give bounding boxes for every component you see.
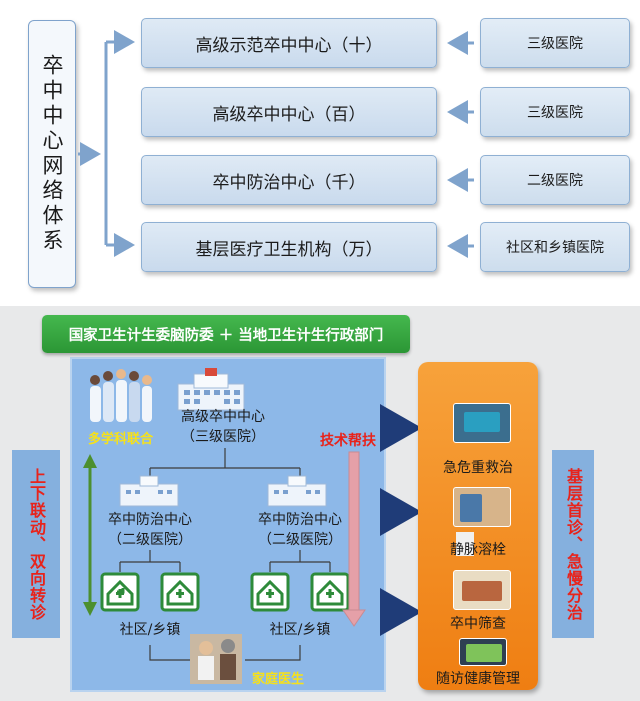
- service-thrombolysis: 静脉溶栓: [450, 542, 506, 558]
- tech-support-arrow: [342, 451, 366, 627]
- secondary-hospital-icon: [119, 475, 179, 507]
- prevention-center-tier: （二级医院）: [258, 532, 342, 548]
- hospital-box-tertiary: 三级医院: [480, 18, 630, 68]
- follow-up-device-photo: [459, 638, 507, 666]
- screening-photo: [453, 570, 511, 610]
- government-banner: 国家卫生计生委脑防委 ＋ 当地卫生计生行政部门: [42, 315, 410, 353]
- right-side-text: 基层首诊、急慢分治: [564, 467, 583, 621]
- level-box-demo-center: 高级示范卒中中心（十）: [141, 18, 437, 68]
- service-follow-up: 随访健康管理: [436, 671, 520, 687]
- tertiary-hospital-icon: [177, 368, 245, 411]
- level-box-prevention-center: 卒中防治中心（千）: [141, 155, 437, 205]
- community-label-right: 社区/乡镇: [269, 622, 331, 638]
- advanced-center-name: 高级卒中中心: [181, 409, 265, 425]
- network-connectors: [78, 30, 474, 258]
- level-box-primary-care: 基层医疗卫生机构（万）: [141, 222, 437, 272]
- community-clinic-icon: [250, 572, 290, 612]
- advanced-center-tier: （三级医院）: [181, 429, 265, 445]
- prevention-center-tier: （二级医院）: [108, 532, 192, 548]
- prevention-center-label-left: 卒中防治中心 （二级医院）: [98, 510, 202, 550]
- hospital-box-tertiary: 三级医院: [480, 87, 630, 137]
- emergency-photo: [453, 403, 511, 443]
- service-emergency: 急危重救治: [443, 460, 513, 476]
- advanced-center-label: 高级卒中中心 （三级医院）: [168, 407, 278, 447]
- thrombolysis-photo: [453, 487, 511, 556]
- prevention-center-name: 卒中防治中心: [108, 512, 192, 528]
- right-side-box: 基层首诊、急慢分治: [552, 450, 594, 638]
- community-label-left: 社区/乡镇: [119, 622, 181, 638]
- network-title-box: 卒中中心网络体系: [28, 20, 76, 288]
- level-box-advanced-center: 高级卒中中心（百）: [141, 87, 437, 137]
- tech-support-label: 技术帮扶: [320, 433, 376, 449]
- cooperation-diagram: [83, 368, 422, 684]
- community-clinic-icon: [100, 572, 140, 612]
- left-side-text: 上下联动、双向转诊: [27, 467, 46, 621]
- family-doctor-photo: [190, 634, 242, 684]
- network-title: 卒中中心网络体系: [40, 54, 64, 254]
- secondary-hospital-icon: [267, 475, 327, 507]
- prevention-center-name: 卒中防治中心: [258, 512, 342, 528]
- multidisciplinary-label: 多学科联合: [88, 432, 154, 447]
- two-way-arrow: [83, 454, 97, 616]
- family-doctor-label: 家庭医生: [252, 672, 305, 687]
- service-screening: 卒中筛查: [450, 616, 506, 632]
- prevention-center-label-right: 卒中防治中心 （二级医院）: [248, 510, 352, 550]
- doctors-team-icon: [90, 369, 152, 422]
- community-clinic-icon: [310, 572, 350, 612]
- community-clinic-icon: [160, 572, 200, 612]
- left-side-box: 上下联动、双向转诊: [12, 450, 60, 638]
- hospital-box-secondary: 二级医院: [480, 155, 630, 205]
- hospital-box-community: 社区和乡镇医院: [480, 222, 630, 272]
